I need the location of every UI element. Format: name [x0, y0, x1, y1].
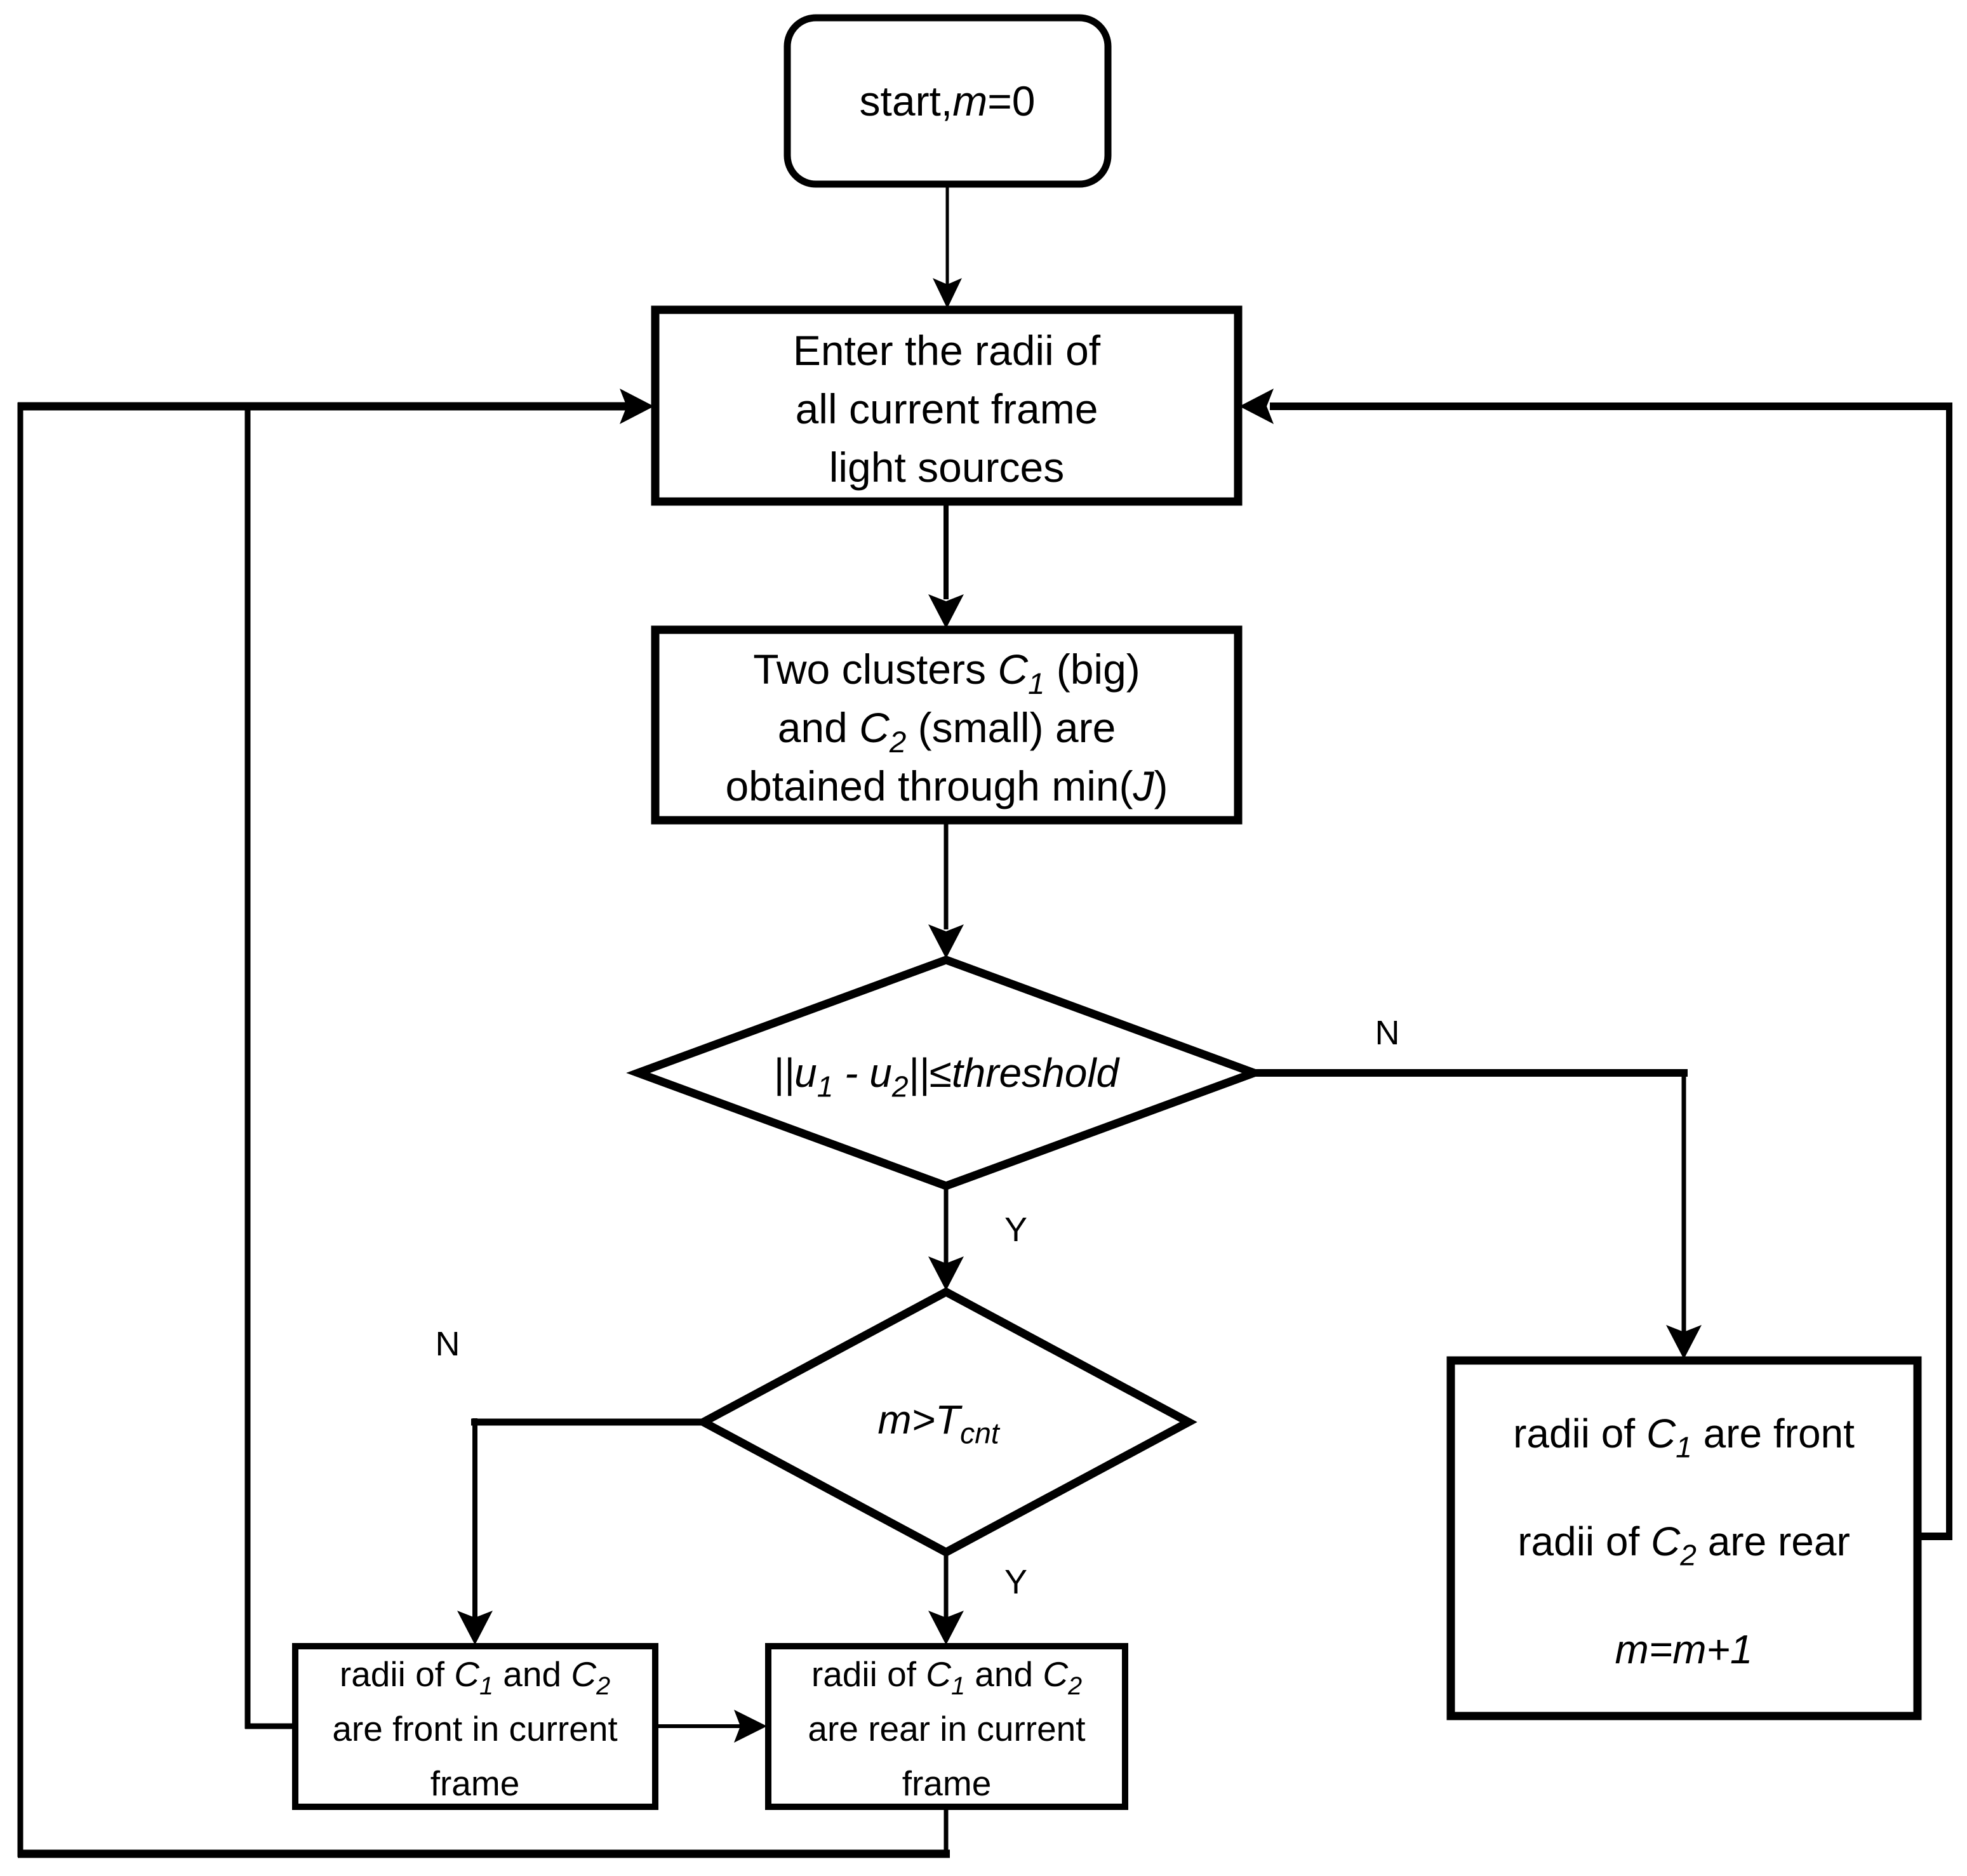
node-count-check: m>Tcnt: [695, 1287, 1197, 1557]
edge-front-rear-update-to-enter: [1239, 389, 1952, 1540]
arrowhead-down-icon: [457, 1611, 493, 1645]
branch-label-no: N: [1375, 1014, 1400, 1052]
count-check-diamond-shape: [695, 1287, 1197, 1557]
edge-front-current-to-rear-current: [655, 1710, 767, 1743]
two-clusters-node-shape: [651, 625, 1243, 825]
edge-two-clusters-to-centroid-check: [928, 820, 964, 959]
edge-rear-current-to-enter: [17, 389, 950, 1858]
edge-centroid-no-to-front-rear-update: N: [1254, 1014, 1702, 1359]
node-centroid-check: ||u1 - u2||≤threshold: [626, 955, 1266, 1190]
arrowhead-right-icon: [620, 389, 654, 424]
edge-start-to-enter: [933, 184, 962, 309]
arrowhead-down-icon: [1666, 1325, 1702, 1359]
centroid-check-diamond-shape: [626, 955, 1266, 1190]
rear-current-node-shape: [765, 1643, 1128, 1810]
edge-count-no-to-front-current: N: [436, 1325, 705, 1645]
branch-label-yes: Y: [1004, 1211, 1027, 1249]
arrowhead-left-icon: [1239, 389, 1274, 424]
edge-centroid-yes-to-count-check: Y: [928, 1186, 1027, 1291]
branch-label-no: N: [436, 1325, 460, 1363]
front-rear-update-node-shape: [1446, 1356, 1922, 1720]
start-node-label: start,m=0: [860, 77, 1036, 124]
edge-count-yes-to-rear-current: Y: [928, 1552, 1027, 1645]
arrowhead-down-icon: [928, 1611, 964, 1645]
count-check-label: m>Tcnt: [877, 1397, 1000, 1449]
front-current-node-shape: [292, 1643, 658, 1810]
enter-node-shape: [651, 305, 1243, 506]
node-start: start,m=0: [783, 14, 1112, 188]
arrowhead-down-icon: [933, 278, 962, 309]
edge-front-current-to-enter: [244, 404, 295, 1729]
arrowhead-down-icon: [928, 1256, 964, 1291]
edge-enter-to-two-clusters: [928, 502, 964, 629]
branch-label-yes: Y: [1004, 1563, 1027, 1601]
start-node-shape: [783, 14, 1112, 188]
centroid-check-label: ||u1 - u2||≤threshold: [773, 1050, 1121, 1103]
arrowhead-down-icon: [928, 594, 964, 629]
arrowhead-right-icon: [734, 1710, 767, 1743]
arrowhead-down-icon: [928, 924, 964, 959]
